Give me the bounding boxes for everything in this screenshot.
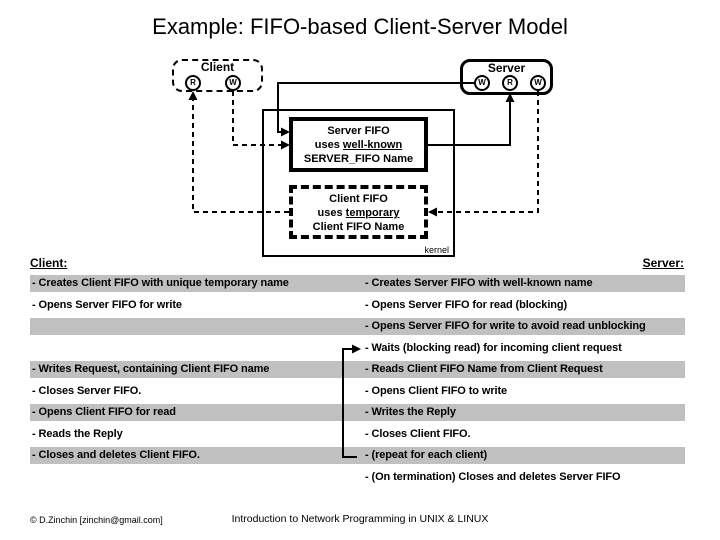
server-write-port-2: W: [530, 75, 546, 91]
server-box-label: Server: [487, 61, 526, 75]
server-step: - Opens Server FIFO for write to avoid r…: [365, 320, 646, 332]
client-fifo-line2: uses temporary: [317, 207, 400, 219]
client-step: - Opens Server FIFO for write: [32, 298, 182, 311]
server-read-port: R: [502, 75, 518, 91]
server-step: - Creates Server FIFO with well-known na…: [365, 277, 593, 289]
server-column-header: Server:: [642, 256, 684, 270]
server-step: - Waits (blocking read) for incoming cli…: [365, 341, 622, 354]
server-step: - Reads Client FIFO Name from Client Req…: [365, 363, 603, 375]
client-read-port: R: [185, 75, 201, 91]
server-step: - Opens Client FIFO to write: [365, 384, 508, 397]
server-step: - (On termination) Closes and deletes Se…: [365, 470, 621, 483]
client-fifo-line3: Client FIFO Name: [312, 221, 405, 233]
course-title: Introduction to Network Programming in U…: [231, 513, 489, 525]
steps-table: - Creates Client FIFO with unique tempor…: [30, 275, 685, 490]
client-fifo-to-client-r-arrowhead: [188, 91, 198, 100]
table-row: - Writes Request, containing Client FIFO…: [30, 361, 685, 378]
client-box-label: Client: [200, 60, 235, 74]
table-row: - Closes Server FIFO. - Opens Client FIF…: [30, 383, 685, 400]
page-title: Example: FIFO-based Client-Server Model: [152, 14, 568, 39]
server-step: - (repeat for each client): [365, 449, 488, 461]
server-fifo-line2: uses well-known: [314, 139, 403, 151]
table-row: - Waits (blocking read) for incoming cli…: [30, 340, 685, 357]
copyright-text: © D.Zinchin [zinchin@gmail.com]: [30, 515, 163, 525]
client-fifo-line1: Client FIFO: [329, 193, 388, 205]
table-row: - Opens Client FIFO for read - Writes th…: [30, 404, 685, 421]
client-write-port: W: [225, 75, 241, 91]
table-row: - Reads the Reply - Closes Client FIFO.: [30, 426, 685, 443]
server-fifo-line1: Server FIFO: [327, 125, 390, 137]
client-step: - Opens Client FIFO for read: [32, 406, 176, 418]
client-fifo-box: Client FIFO uses temporary Client FIFO N…: [289, 185, 428, 239]
server-fifo-box: Server FIFO uses well-known SERVER_FIFO …: [289, 117, 428, 172]
server-step: - Writes the Reply: [365, 406, 456, 418]
client-step: - Closes Server FIFO.: [32, 384, 142, 397]
table-row: - Opens Server FIFO for write to avoid r…: [30, 318, 685, 335]
server-step: - Closes Client FIFO.: [365, 427, 471, 440]
client-step: - Creates Client FIFO with unique tempor…: [32, 277, 289, 289]
table-row: - (On termination) Closes and deletes Se…: [30, 469, 685, 486]
client-step: - Closes and deletes Client FIFO.: [32, 449, 200, 461]
server-write-port-1: W: [474, 75, 490, 91]
table-row: - Closes and deletes Client FIFO. - (rep…: [30, 447, 685, 464]
server-step: - Opens Server FIFO for read (blocking): [365, 298, 568, 311]
kernel-label: kernel: [424, 245, 449, 255]
table-row: - Creates Client FIFO with unique tempor…: [30, 275, 685, 292]
client-step: - Writes Request, containing Client FIFO…: [32, 363, 270, 375]
client-column-header: Client:: [30, 256, 68, 270]
server-fifo-line3: SERVER_FIFO Name: [303, 153, 414, 165]
client-step: - Reads the Reply: [32, 427, 123, 440]
table-row: - Opens Server FIFO for write - Opens Se…: [30, 297, 685, 314]
